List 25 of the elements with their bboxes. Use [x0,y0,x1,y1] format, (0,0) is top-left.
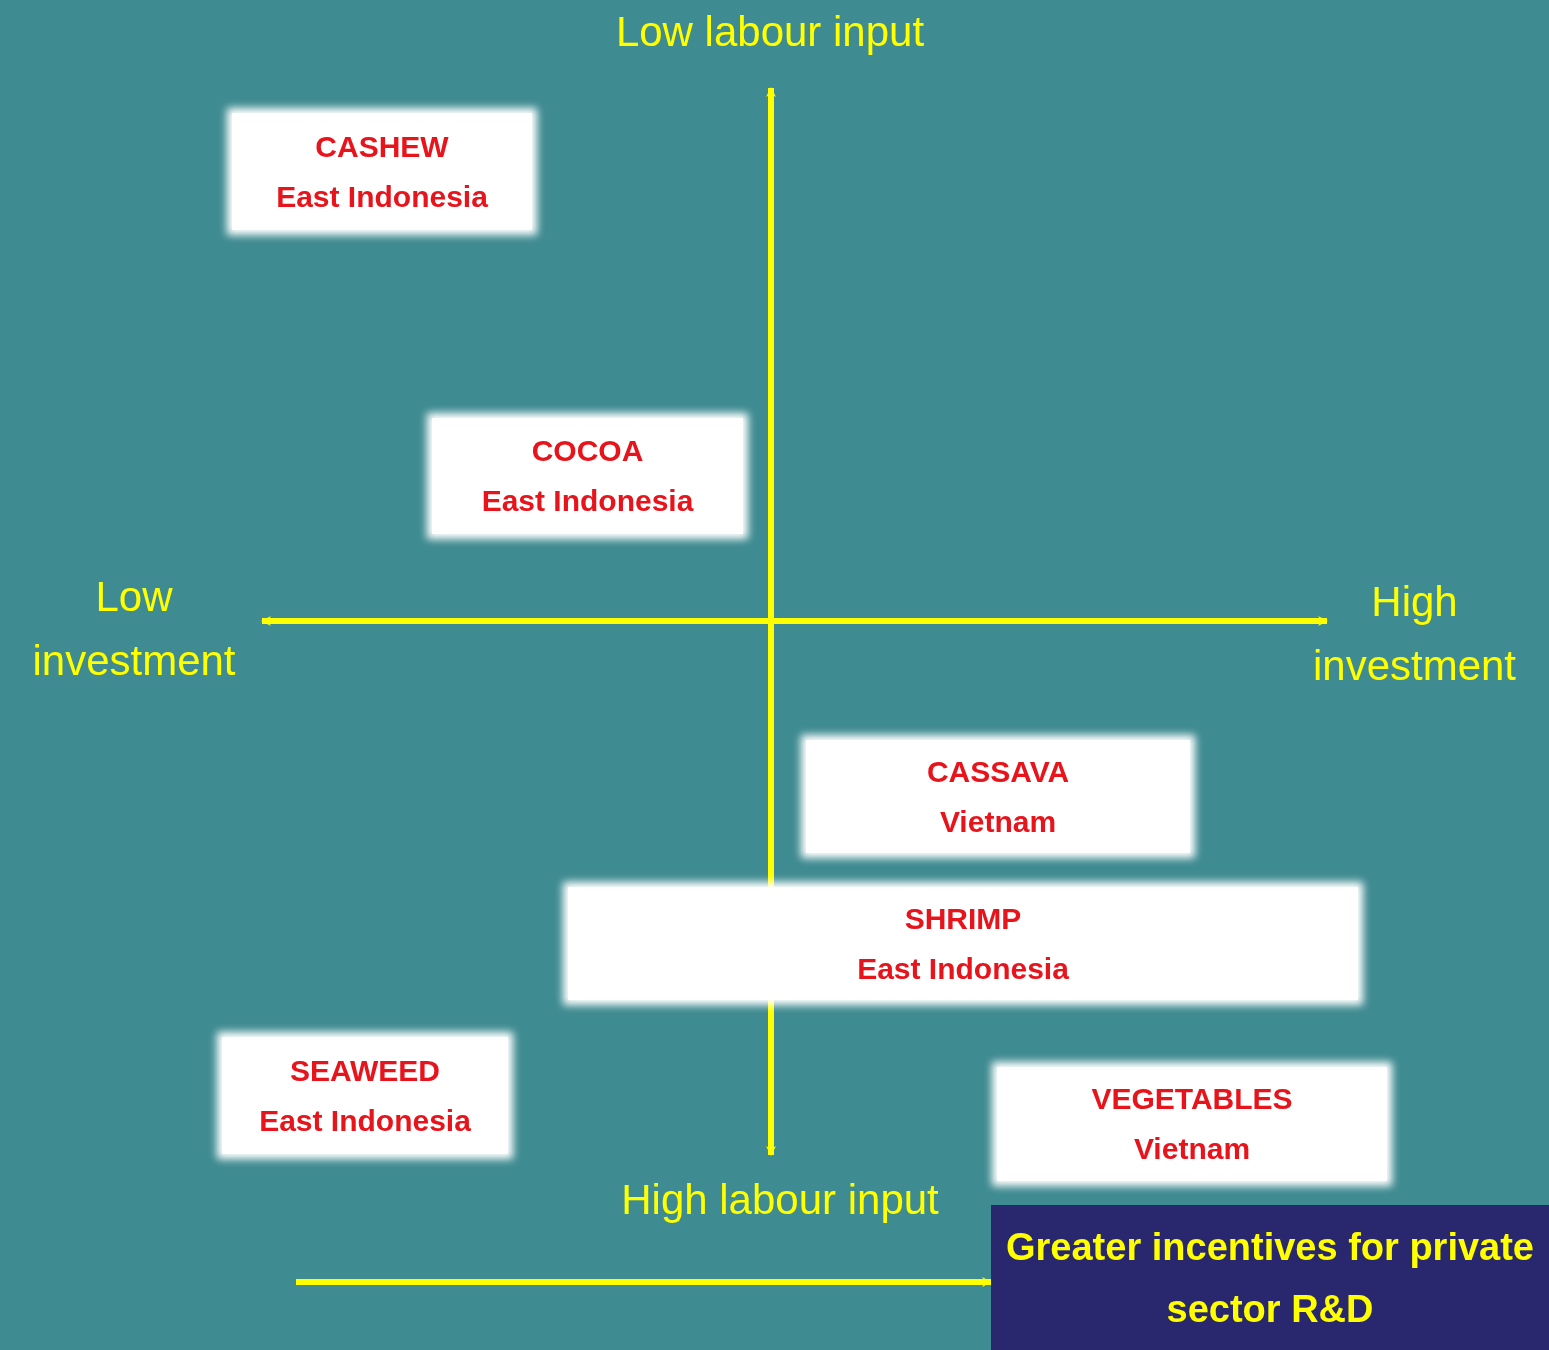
region-name: East Indonesia [276,178,488,215]
commodity-name: CASHEW [315,128,449,165]
commodity-name: CASSAVA [926,753,1070,790]
region-name: Vietnam [1133,1131,1251,1167]
axis-label: High investment [1311,577,1518,691]
commodity-name: SEAWEED [290,1052,440,1089]
region-name: East Indonesia [857,950,1069,987]
item-card [232,113,532,230]
commodity-name: SHRIMP [904,900,1022,937]
item-card [222,1037,508,1154]
axis-label: Low investment [31,572,237,686]
commodity-name: VEGETABLES [1091,1081,1293,1117]
axis-label: Low labour input [614,7,926,57]
item-card [432,418,743,534]
arrow [296,1277,992,1287]
region-name: Vietnam [939,803,1057,840]
callout-box [991,1205,1549,1350]
region-name: East Indonesia [259,1102,471,1139]
item-card [806,740,1190,853]
axis-label: High labour input [620,1175,940,1225]
region-name: East Indonesia [481,483,694,519]
item-card [997,1067,1387,1181]
commodity-name: COCOA [531,433,644,469]
item-card [568,887,1358,1000]
callout-text: Greater incentives for private sector R&D [1005,1224,1535,1332]
